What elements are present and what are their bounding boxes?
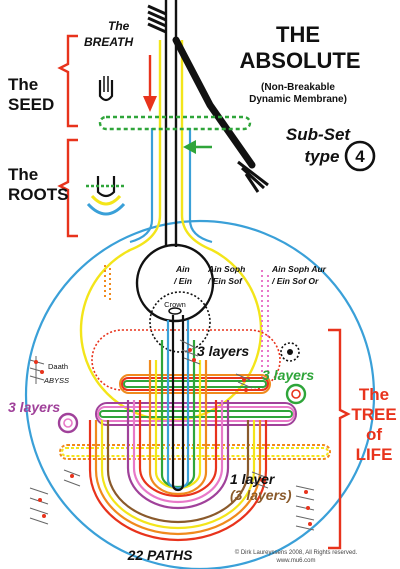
roots-label-line2: ROOTS xyxy=(8,185,68,204)
tree-label-line2: TREE xyxy=(351,405,396,424)
subtitle-line2: Dynamic Membrane) xyxy=(249,94,347,105)
subset-number: 4 xyxy=(355,147,365,166)
green-sephira xyxy=(285,383,307,405)
ain-line1: Ain xyxy=(175,264,190,274)
abyss-label: ABYSS xyxy=(43,376,69,385)
subset-line2: type xyxy=(305,147,340,166)
breath-arrowhead xyxy=(143,96,157,112)
three-layers-left: 3 layers xyxy=(8,399,60,415)
seed-bracket xyxy=(57,34,78,128)
three-layers-center: 3 layers xyxy=(197,343,249,359)
copyright: © Dirk Laureyssens 2008, All Rights rese… xyxy=(235,549,358,556)
roots-label-line1: The xyxy=(8,165,38,184)
subset-circle xyxy=(344,140,376,172)
ain-soph-aur-line2: / Ein Sof Or xyxy=(271,276,319,286)
path-node-dots xyxy=(34,348,312,526)
subset-line1: Sub-Set xyxy=(286,125,352,144)
roots-yellow-arc xyxy=(90,194,122,206)
crown-label: Crown xyxy=(164,300,186,309)
three-layers-right: 3 layers xyxy=(262,367,314,383)
ain-soph-aur-dots xyxy=(261,270,269,380)
subtitle-line1: (Non-Breakable xyxy=(261,82,335,93)
tree-label-line3: of xyxy=(366,425,382,444)
yellow-funnel xyxy=(79,40,263,422)
roots-tube xyxy=(129,128,213,244)
breath-label-line1: The xyxy=(108,19,130,33)
black-sephira xyxy=(280,342,300,362)
purple-sephira-inner xyxy=(63,418,73,428)
tree-bracket xyxy=(328,328,351,550)
red-dotted-loop xyxy=(91,329,281,391)
ain-line2: / Ein xyxy=(173,276,192,286)
daath-label: Daath xyxy=(48,362,68,371)
seed-membrane xyxy=(98,115,252,131)
absolute-membrane xyxy=(172,36,256,169)
roots-bracket xyxy=(57,138,78,238)
one-layer-sub: (3 layers) xyxy=(230,487,292,503)
seed-inner xyxy=(103,76,109,92)
tree-label-line1: The xyxy=(359,385,389,404)
breath-label-line2: BREATH xyxy=(84,35,133,49)
tree-label-line4: LIFE xyxy=(356,445,393,464)
title-line1: THE xyxy=(276,22,320,47)
ain-soph-ring xyxy=(149,291,211,353)
crown-sephira xyxy=(168,307,182,315)
membrane-ticks xyxy=(237,160,269,193)
seed-label-line1: The xyxy=(8,75,38,94)
ain-soph-line2: / Ein Sof xyxy=(207,276,243,286)
roots-blue-arc xyxy=(86,202,126,216)
purple-sephira xyxy=(57,412,79,434)
sephira-dots-left xyxy=(104,265,111,300)
seed-label-line2: SEED xyxy=(8,95,54,114)
black-sephira-inner xyxy=(287,349,293,355)
site-url: www.mu6.com xyxy=(275,558,315,564)
seed-symbol xyxy=(98,80,114,102)
green-sephira-inner xyxy=(291,389,301,399)
green-arrowhead xyxy=(183,140,196,154)
ain-soph-line1: Ain Soph xyxy=(207,264,245,274)
one-layer: 1 layer xyxy=(230,471,276,487)
ain-soph-aur-line1: Ain Soph Aur xyxy=(271,264,327,274)
outer-sphere xyxy=(24,219,376,569)
roots-symbol xyxy=(96,176,116,198)
stem-top-ticks xyxy=(147,4,167,34)
central-u-layers xyxy=(88,315,268,542)
title-line2: ABSOLUTE xyxy=(240,48,361,73)
paths-label: 22 PATHS xyxy=(127,547,193,563)
